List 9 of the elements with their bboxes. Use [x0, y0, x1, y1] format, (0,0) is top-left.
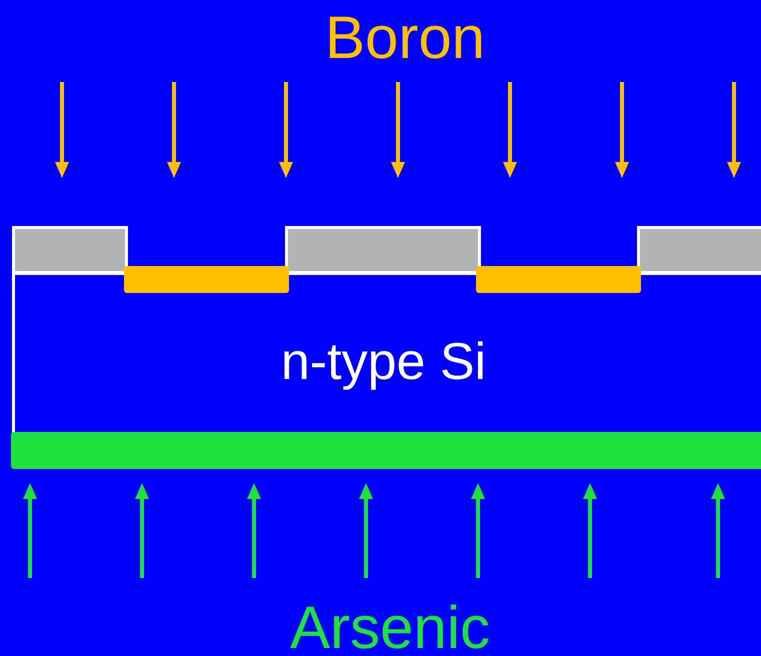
- oxide-mask: [285, 226, 481, 274]
- oxide-mask: [637, 226, 761, 274]
- dopant-label: Arsenic: [290, 598, 490, 656]
- doped-region: [124, 266, 289, 293]
- oxide-mask: [12, 226, 128, 274]
- region-label: n-type Si: [280, 336, 486, 388]
- doped-region: [476, 266, 641, 293]
- dopant-label: Boron: [324, 8, 486, 68]
- doped-layer: [11, 432, 761, 469]
